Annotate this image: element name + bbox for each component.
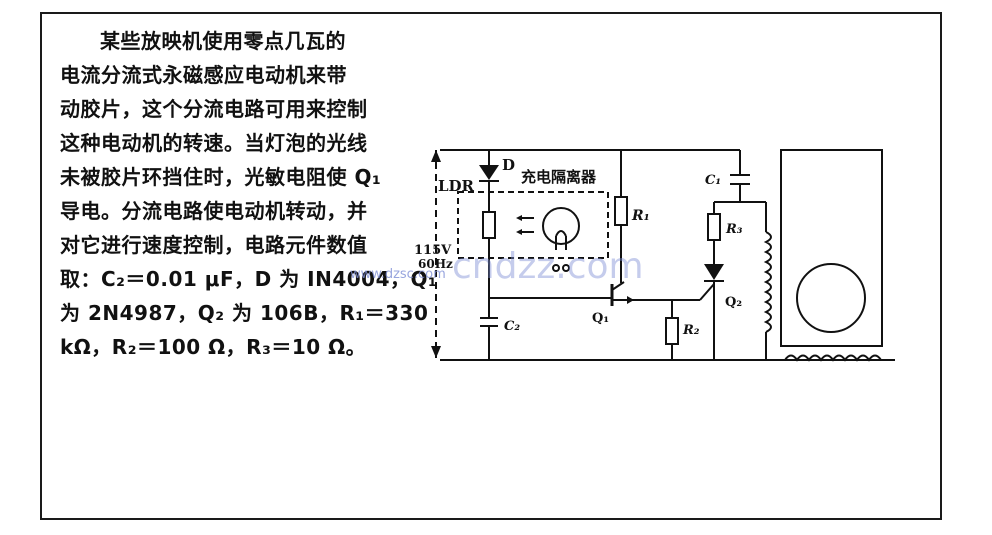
- r3-label: R₃: [725, 222, 743, 237]
- watermark-large: cndzz.com: [452, 246, 644, 287]
- c1-label: C₁: [705, 173, 721, 188]
- supply-voltage-label: 115V: [414, 243, 452, 258]
- motor-coil: [763, 231, 772, 333]
- text-line-1: 某些放映机使用零点几瓦的: [100, 29, 346, 53]
- diode-symbol: [479, 165, 499, 180]
- q1-arrow: [627, 296, 634, 304]
- text-line-8: 取：C₂＝0.01 μF，D 为 IN4004，Q₁: [60, 267, 438, 291]
- r2-resistor: [665, 317, 679, 345]
- text-line-4: 这种电动机的转速。当灯泡的光线: [60, 131, 368, 155]
- lamp-terminal-left: [552, 264, 560, 272]
- q2-scr-symbol: [704, 264, 724, 280]
- lamp-terminal-right: [562, 264, 570, 272]
- q1-collector: [611, 281, 625, 291]
- r2-label: R₂: [682, 323, 700, 338]
- arrow-down-icon: [431, 346, 441, 358]
- text-line-10: kΩ，R₂＝100 Ω，R₃＝10 Ω。: [60, 335, 367, 359]
- supply-frequency-label: 60Hz: [418, 257, 453, 271]
- q2-gate: [699, 283, 715, 301]
- diode-label: D: [502, 156, 515, 174]
- c2-label: C₂: [504, 319, 520, 334]
- motor-housing: [780, 149, 883, 347]
- arrow-up-icon: [431, 150, 441, 162]
- lamp-filament: [555, 230, 567, 250]
- text-line-2: 电流分流式永磁感应电动机来带: [60, 63, 347, 87]
- ldr-resistor: [482, 211, 496, 239]
- q2-label: Q₂: [725, 295, 742, 310]
- text-line-5: 未被胶片环挡住时，光敏电阻使 Q₁: [60, 165, 382, 189]
- figure-frame: [40, 12, 942, 520]
- motor-winding: [784, 354, 882, 362]
- text-line-7: 对它进行速度控制，电路元件数值: [60, 233, 368, 257]
- isolator-box: [457, 191, 609, 259]
- r1-label: R₁: [631, 208, 650, 224]
- description-text: 某些放映机使用零点几瓦的 电流分流式永磁感应电动机来带 动胶片，这个分流电路可用…: [60, 24, 438, 364]
- text-line-9: 为 2N4987，Q₂ 为 106B，R₁＝330: [60, 301, 429, 325]
- ldr-label: LDR: [438, 177, 475, 195]
- motor-rotor: [796, 263, 866, 333]
- r1-resistor: [614, 196, 628, 226]
- r3-resistor: [707, 213, 721, 241]
- isolator-label: 充电隔离器: [521, 168, 597, 186]
- watermark-small: www.dzsc.com: [350, 267, 446, 282]
- text-line-6: 导电。分流电路使电动机转动，并: [60, 199, 368, 223]
- lamp-icon: [542, 207, 580, 245]
- text-line-3: 动胶片，这个分流电路可用来控制: [60, 97, 368, 121]
- q1-label: Q₁: [592, 311, 609, 326]
